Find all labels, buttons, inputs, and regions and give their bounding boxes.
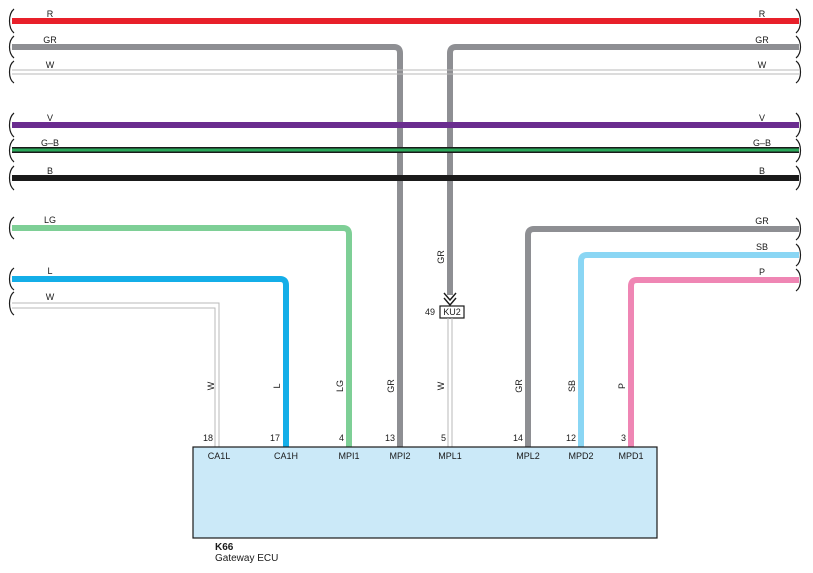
pin-wire-label-3: P (617, 383, 627, 389)
pin-number-3: 3 (621, 433, 626, 443)
wire-w-left (8, 291, 220, 447)
pin-number-13: 13 (385, 433, 395, 443)
pin-name-ca1h: CA1H (274, 451, 298, 461)
bus-label-left-gr: GR (43, 35, 57, 45)
wire-lg (8, 216, 352, 447)
pin-wire-label-5: W (436, 381, 446, 390)
pin-name-mpl2: MPL2 (516, 451, 540, 461)
bus-label-left-w: W (46, 60, 55, 70)
feed-label-w: W (46, 292, 55, 302)
pin-number-18: 18 (203, 433, 213, 443)
wire-p (628, 268, 802, 447)
bus-label-left-r: R (47, 9, 54, 19)
bus-label-right-w: W (758, 60, 767, 70)
connector-name: KU2 (443, 307, 461, 317)
wire-l (8, 267, 289, 447)
feed-label-gr: GR (755, 216, 769, 226)
bus-label-right-b: B (759, 166, 765, 176)
pin-wire-label-14: GR (514, 379, 524, 393)
connector-ku2 (439, 292, 465, 447)
bus-line-w (8, 60, 802, 84)
bus-label-right-g-b: G–B (753, 138, 771, 148)
connector-wire-label: GR (436, 250, 446, 264)
feed-label-p: P (759, 267, 765, 277)
feed-label-sb: SB (756, 242, 768, 252)
pin-wire-label-17: L (272, 383, 282, 388)
pin-name-mpi1: MPI1 (338, 451, 359, 461)
pin-name-mpi2: MPI2 (389, 451, 410, 461)
pin-name-mpd1: MPD1 (618, 451, 643, 461)
pin-number-12: 12 (566, 433, 576, 443)
bus-label-left-g-b: G–B (41, 138, 59, 148)
ecu-code: K66 (215, 542, 234, 553)
pin-number-4: 4 (339, 433, 344, 443)
bus-line-gr (8, 35, 802, 447)
pin-wire-label-18: W (206, 381, 216, 390)
pin-number-14: 14 (513, 433, 523, 443)
wire-gr-right (525, 217, 802, 447)
pin-number-17: 17 (270, 433, 280, 443)
bus-label-right-gr: GR (755, 35, 769, 45)
bus-label-left-b: B (47, 166, 53, 176)
pin-name-mpl1: MPL1 (438, 451, 462, 461)
pin-wire-label-13: GR (386, 379, 396, 393)
bus-line-v (8, 112, 802, 138)
bus-label-right-r: R (759, 9, 766, 19)
wire-sb (578, 243, 802, 447)
pin-wire-label-12: SB (567, 380, 577, 392)
ecu-box (192, 446, 658, 539)
pin-name-ca1l: CA1L (208, 451, 231, 461)
bus-line-b (8, 165, 802, 191)
bus-label-left-v: V (47, 113, 53, 123)
pin-name-mpd2: MPD2 (568, 451, 593, 461)
pin-number-5: 5 (441, 433, 446, 443)
pin-wire-label-4: LG (335, 380, 345, 392)
bus-label-right-v: V (759, 113, 765, 123)
bus-line-g-b (8, 138, 802, 163)
feed-label-lg: LG (44, 215, 56, 225)
connector-pin: 49 (425, 307, 435, 317)
ecu-name: Gateway ECU (215, 553, 278, 564)
feed-label-l: L (47, 266, 52, 276)
bus-line-r (8, 8, 802, 34)
